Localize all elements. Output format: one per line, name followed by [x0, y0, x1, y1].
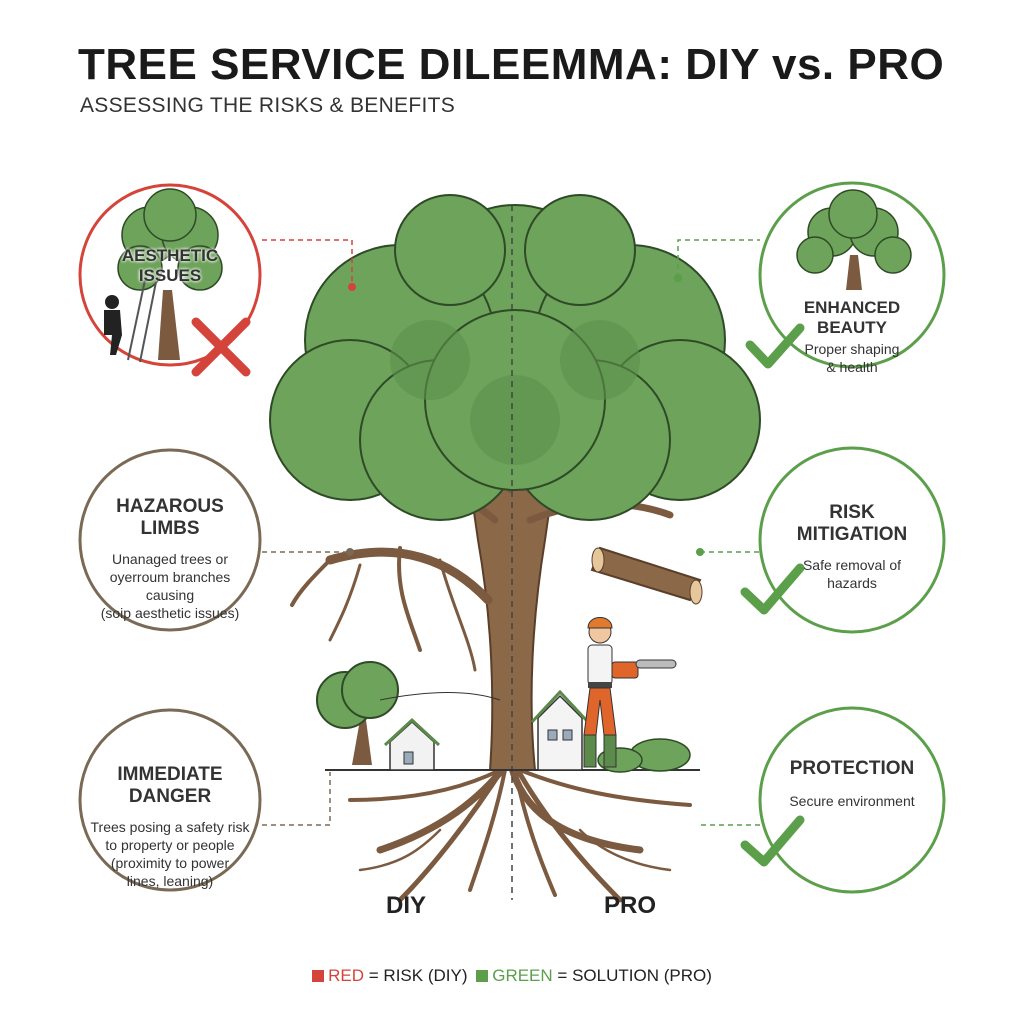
- house-illustration-2: [530, 689, 590, 771]
- risk-mitigation-card: RISK MITIGATION Safe removal of hazards: [772, 502, 932, 592]
- healthy-tree-icon: [796, 189, 912, 290]
- legend-red-word: RED: [328, 966, 365, 985]
- legend-green-text: = SOLUTION (PRO): [557, 966, 712, 985]
- protection-circle: [758, 706, 946, 894]
- pro-label: PRO: [604, 892, 657, 919]
- green-swatch-icon: [476, 970, 489, 982]
- page-title: TREE SERVICE DILEEMMA: DIY vs. PRO: [78, 40, 945, 89]
- x-mark-icon: [191, 317, 251, 377]
- enhanced-beauty-line-2: & health: [826, 359, 878, 375]
- legend: RED = RISK (DIY) GREEN = SOLUTION (PRO): [0, 966, 1024, 986]
- enhanced-beauty-title: ENHANCED BEAUTY: [803, 298, 901, 337]
- hazardous-limbs-line-2: oyerroum branches causing: [109, 569, 231, 603]
- legend-red-text: = RISK (DIY): [368, 966, 468, 985]
- aesthetic-issues-card: AESTHETIC ISSUES: [90, 246, 250, 286]
- protection-card: PROTECTION Secure environment: [772, 758, 932, 810]
- immediate-danger-title: IMMEDIATE DANGER: [117, 764, 223, 807]
- diy-label: DIY: [386, 892, 427, 919]
- check-mark-icon-3: [740, 815, 805, 867]
- red-swatch-icon: [312, 970, 325, 982]
- hazardous-limbs-circle: [78, 448, 262, 632]
- risk-mitigation-title: RISK MITIGATION: [796, 502, 908, 545]
- aesthetic-issues-title: AESTHETIC ISSUES: [121, 246, 219, 285]
- risk-mitigation-line-1: Safe removal of: [802, 557, 902, 573]
- immediate-danger-circle: [78, 708, 262, 892]
- hazardous-limbs-title: HAZAROUS LIMBS: [116, 496, 224, 539]
- check-mark-icon: [745, 323, 805, 369]
- house-illustration: [383, 717, 441, 771]
- risk-mitigation-line-2: hazards: [827, 575, 877, 591]
- immediate-danger-line-4: lines, leaning): [126, 873, 214, 889]
- immediate-danger-line-3: (proximity to power: [110, 855, 230, 871]
- central-tree-illustration: [269, 194, 761, 903]
- cut-log-illustration: [590, 546, 703, 605]
- hazardous-limbs-line-3: (soip aesthetic issues): [100, 605, 240, 621]
- hazardous-limbs-line-1: Unanaged trees or: [112, 551, 228, 567]
- immediate-danger-line-1: Trees posing a safety risk: [90, 819, 250, 835]
- page-subtitle: ASSESSING THE RISKS & BENEFITS: [80, 94, 456, 117]
- enhanced-beauty-card: ENHANCED BEAUTY Proper shaping & health: [772, 298, 932, 376]
- hazardous-limbs-card: HAZAROUS LIMBS Unanaged trees or oyerrou…: [90, 496, 250, 622]
- protection-title: PROTECTION: [789, 758, 915, 779]
- enhanced-beauty-line-1: Proper shaping: [804, 341, 900, 357]
- arborist-illustration: [583, 617, 677, 768]
- check-mark-icon-2: [740, 563, 805, 615]
- risk-mitigation-circle: [758, 446, 946, 634]
- legend-green-word: GREEN: [492, 966, 553, 985]
- immediate-danger-line-2: to property or people: [105, 837, 235, 853]
- diy-climber-icon: [104, 279, 157, 363]
- small-tree-icon: [117, 188, 223, 360]
- protection-line-1: Secure environment: [789, 793, 915, 809]
- small-tree-illustration: [316, 661, 399, 765]
- immediate-danger-card: IMMEDIATE DANGER Trees posing a safety r…: [85, 764, 255, 890]
